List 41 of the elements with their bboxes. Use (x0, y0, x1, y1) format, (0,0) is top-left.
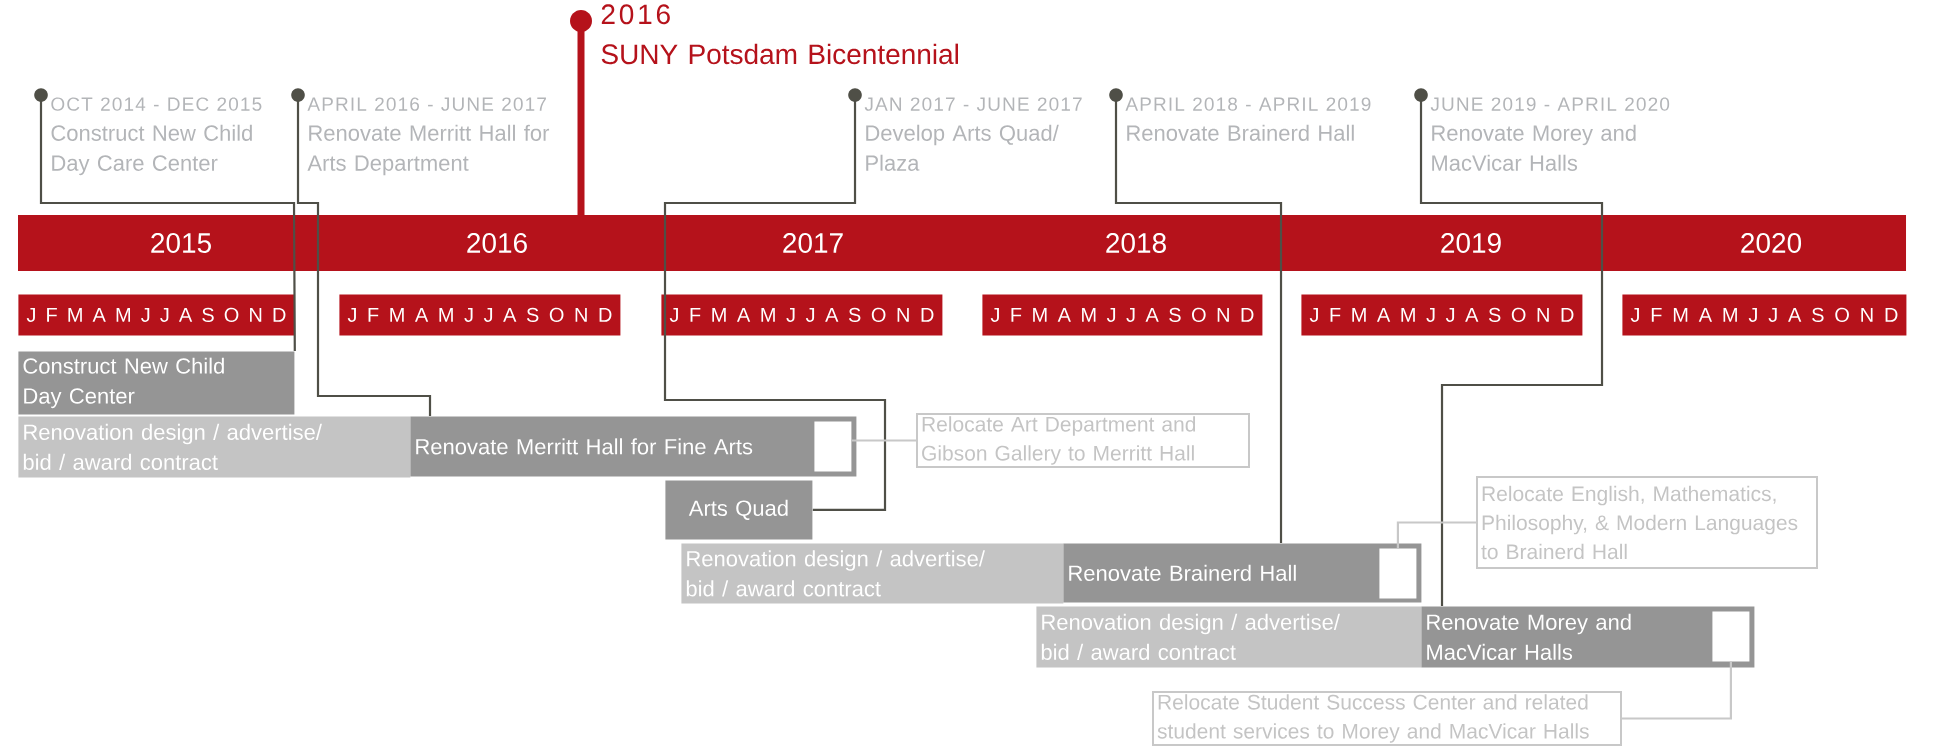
connector-line (291, 88, 432, 416)
month-bar: J F M A M J J A S O N D (1622, 294, 1907, 336)
note-box: Relocate Student Success Center and related student services to Morey and MacVicar Halls (1152, 691, 1622, 746)
connector-line (1414, 88, 1604, 606)
milestone-label: JUNE 2019 - APRIL 2020 Renovate Morey and MacVicar Halls (1430, 97, 1670, 171)
month-bar: J F M A M J J A S O N D (982, 294, 1263, 336)
task-bar: Renovate Morey and MacVicar Halls (1421, 606, 1755, 668)
label: 2018 (1106, 233, 1166, 253)
task-bar: Arts Quad (665, 480, 813, 540)
marker-square (814, 421, 852, 472)
milestone-label: 2016 SUNY Potsdam Bicentennial (601, 4, 958, 65)
leader-line (851, 439, 916, 442)
month-bar: J F M A M J J A S O N D (339, 294, 621, 336)
label: 2016 (467, 233, 527, 253)
task-bar: Construct New Child Day Center (18, 351, 295, 415)
milestone-label: JAN 2017 - JUNE 2017 Develop Arts Quad/ Plaza (864, 97, 1082, 171)
leader-line (1622, 661, 1732, 720)
note-box: Relocate English, Mathematics, Philosophy, & Modern Languages to Brainerd Hall (1476, 476, 1818, 569)
marker-square (1379, 548, 1417, 599)
marker-square (1712, 611, 1750, 662)
year-band: 2015 2016 2017 2018 2019 2020 (18, 215, 1906, 271)
month-bar: J F M A M J J A S O N D (661, 294, 943, 336)
label: 2015 (151, 233, 211, 253)
task-bar: Renovate Brainerd Hall (1063, 543, 1422, 603)
task-bar: Renovate Merritt Hall for Fine Arts (410, 416, 857, 477)
design-phase-bar: Renovation design / advertise/ bid / award contract (18, 416, 411, 478)
month-bar: J F M A M J J A S O N D (18, 294, 295, 336)
design-phase-bar: Renovation design / advertise/ bid / award contract (681, 543, 1064, 604)
leader-line (1396, 521, 1476, 548)
design-phase-bar: Renovation design / advertise/ bid / award contract (1036, 606, 1422, 668)
label: 2020 (1741, 233, 1802, 253)
milestone-label: OCT 2014 - DEC 2015 Construct New Child Day Care Center (51, 97, 262, 176)
label: 2017 (783, 233, 843, 253)
month-bar: J F M A M J J A S O N D (1301, 294, 1583, 336)
note-box: Relocate Art Department and Gibson Gallery to Merritt Hall (916, 413, 1250, 468)
connector-line (663, 88, 887, 511)
milestone-label: APRIL 2018 - APRIL 2019 Renovate Brainerd Hall (1125, 97, 1371, 141)
milestone-label: APRIL 2016 - JUNE 2017 Renovate Merritt Hall for Arts Department (307, 97, 550, 176)
connector-line (34, 88, 296, 351)
label: 2019 (1441, 233, 1501, 253)
connector-line (1109, 88, 1283, 543)
